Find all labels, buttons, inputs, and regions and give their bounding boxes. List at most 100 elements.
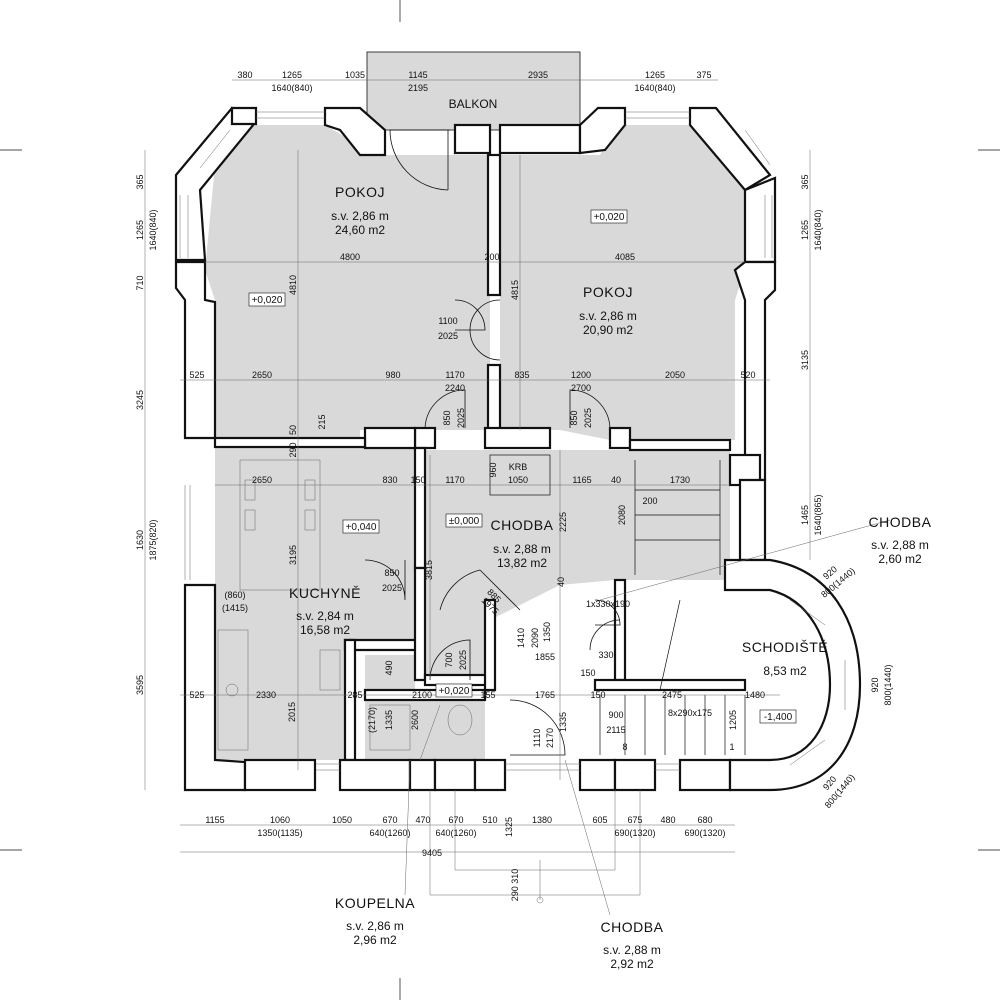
kitchen-note: (1415) <box>222 603 248 613</box>
callout-height: s.v. 2,86 m <box>346 919 404 933</box>
dim-label: 1155 <box>205 815 224 825</box>
dim-label: 470 <box>415 815 430 825</box>
callout-chodba-right: CHODBA s.v. 2,88 m 2,60 m2 <box>869 514 932 566</box>
dim-label: 1350 <box>542 622 552 642</box>
callout-area: 2,92 m2 <box>610 957 654 971</box>
kitchen-fixtures <box>217 459 473 751</box>
dim-label: 1765 <box>535 690 555 700</box>
dim-label: 3135 <box>800 350 810 370</box>
dim-label: 2025 <box>438 331 458 341</box>
dim-label: 1335 <box>384 710 394 730</box>
dim-label: 1465 <box>800 505 810 525</box>
dim-label: 850 <box>384 568 399 578</box>
dim-label: 2195 <box>408 83 428 93</box>
dim-label: 2050 <box>665 370 685 380</box>
dim-label: 1050 <box>332 815 352 825</box>
dim-label: 215 <box>317 414 327 429</box>
dim-label: 2025 <box>382 583 402 593</box>
dim-label: 2600 <box>410 710 420 730</box>
dim-label: 1x330x190 <box>586 599 630 609</box>
dim-label: 2170 <box>545 728 555 748</box>
dim-label: 850 <box>442 410 452 425</box>
dim-label: 3595 <box>135 675 145 695</box>
level-box <box>445 513 483 528</box>
dim-label: 2090 <box>530 628 540 648</box>
dim-label: 1265 <box>800 220 810 240</box>
dim-label: 2015 <box>287 702 297 722</box>
dim-label: 200 <box>642 496 657 506</box>
dim-label: 150 <box>580 668 595 678</box>
dim-label: 1035 <box>345 70 365 80</box>
dim-label: 3195 <box>288 545 298 565</box>
room-pokoj-right: POKOJ s.v. 2,86 m 20,90 m2 <box>579 284 637 337</box>
level-box <box>248 292 286 307</box>
kitchen-note: (860) <box>224 590 245 600</box>
dim-label: 1855 <box>535 652 555 662</box>
krb-label: KRB <box>509 462 528 472</box>
dim-label: 1640(840) <box>634 83 675 93</box>
doors <box>364 129 621 756</box>
dim-label: 1630 <box>135 530 145 550</box>
dims-bottom: 1155 1060 1350(1135) 1050 670 640(1260) … <box>205 815 725 901</box>
dim-label: 830 <box>382 475 397 485</box>
dim-label: 640(1260) <box>369 828 410 838</box>
dim-label: 2115 <box>606 725 625 735</box>
dim-label: 2475 <box>662 690 682 700</box>
dim-label: 605 <box>592 815 607 825</box>
dim-label: (2170) <box>367 707 377 733</box>
dim-label: 1205 <box>728 710 738 730</box>
dim-label: 2025 <box>458 650 468 670</box>
dim-label: 680 <box>697 815 712 825</box>
dim-label: 50 <box>288 425 298 435</box>
callout-chodba-bottom: CHODBA s.v. 2,88 m 2,92 m2 <box>601 919 664 971</box>
dim-label: 1875(820) <box>148 519 158 560</box>
room-height: s.v. 2,84 m <box>296 609 354 623</box>
level-box <box>759 709 797 724</box>
dim-label: 690(1320) <box>614 828 655 838</box>
level-box <box>590 209 628 224</box>
dim-label: 4810 <box>288 275 298 295</box>
dim-label: 1410 <box>516 628 526 648</box>
walls <box>174 106 862 792</box>
dim-label: 1640(840) <box>813 209 823 250</box>
room-name: CHODBA <box>491 517 554 533</box>
callout-koupelna: KOUPELNA s.v. 2,86 m 2,96 m2 <box>335 895 415 947</box>
level-mark: +0,040 <box>346 522 377 533</box>
dim-label: 850 <box>569 410 579 425</box>
dim-label: 1730 <box>670 475 690 485</box>
dim-label: 8 <box>622 742 627 752</box>
dim-label: 150 <box>590 690 605 700</box>
dim-label: 510 <box>482 815 497 825</box>
room-name: SCHODIŠTĚ <box>742 639 828 655</box>
room-height: s.v. 2,86 m <box>331 209 389 223</box>
dim-label: 1200 <box>571 370 591 380</box>
level-mark: +0,020 <box>439 686 470 697</box>
dims-top: 380 1265 1640(840) 1035 1145 2195 2935 1… <box>237 70 711 93</box>
dim-label: 2650 <box>252 370 272 380</box>
balkon-floor <box>366 51 581 131</box>
dim-label: 640(1260) <box>435 828 476 838</box>
dim-label: 155 <box>480 690 495 700</box>
level-mark: -1,400 <box>764 712 793 723</box>
dimension-lines <box>144 79 891 916</box>
dim-label: 290 310 <box>510 869 520 902</box>
dim-label: 1640(840) <box>148 209 158 250</box>
dim-label: 2025 <box>583 408 593 428</box>
room-area: 24,60 m2 <box>335 223 385 237</box>
room-name: POKOJ <box>335 184 385 200</box>
level-mark: +0,020 <box>252 295 283 306</box>
dim-label: 40 <box>556 577 566 587</box>
dim-label: 1165 <box>572 475 591 485</box>
dim-label: 365 <box>800 174 810 189</box>
dim-label: 3245 <box>135 390 145 410</box>
dim-label: 2935 <box>528 70 548 80</box>
dim-label: 525 <box>189 370 204 380</box>
dim-label: 835 <box>514 370 529 380</box>
dim-label: 1170 <box>445 370 464 380</box>
dim-label: 1170 <box>445 475 464 485</box>
callout-height: s.v. 2,88 m <box>871 538 929 552</box>
level-mark: ±0,000 <box>449 516 480 527</box>
krb-box <box>489 454 551 496</box>
